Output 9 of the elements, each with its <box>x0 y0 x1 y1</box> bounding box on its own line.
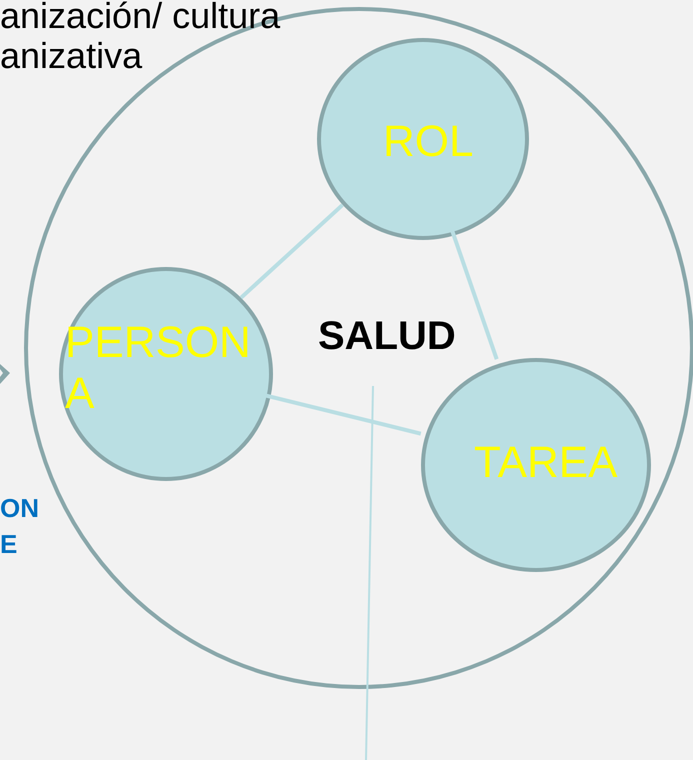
text-label: E <box>0 531 18 557</box>
node-label: PERSONA <box>65 318 252 420</box>
connector-line <box>240 203 344 300</box>
text-label: ON <box>0 495 39 521</box>
connector-line <box>450 230 499 360</box>
node-label: SALUD <box>318 313 457 359</box>
node-label: TAREA <box>474 438 618 489</box>
text-label: anización/ cultura anizativa <box>0 0 282 77</box>
node-label: ROL <box>383 117 474 168</box>
